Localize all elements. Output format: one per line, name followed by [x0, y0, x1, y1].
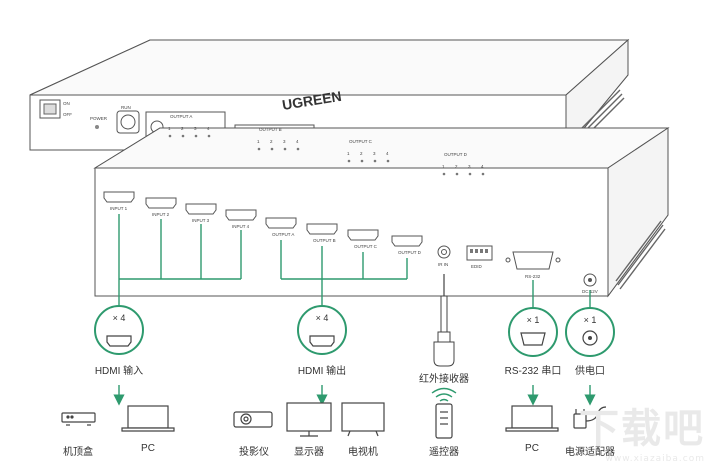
hdmi-input-count: × 4: [112, 313, 126, 323]
channel-number: 1: [442, 164, 445, 169]
tv-label: 电视机: [348, 447, 378, 458]
connection-lines: [113, 214, 596, 406]
channel-led: [168, 134, 172, 138]
channel-led: [270, 147, 274, 151]
input-port-label: INPUT 3: [192, 218, 210, 223]
hdmi-output-caption: HDMI 输出: [297, 366, 347, 377]
tv-icon: [341, 402, 385, 437]
channel-number: 4: [207, 126, 210, 131]
laptop-icon: [505, 405, 559, 432]
channel-led: [283, 147, 287, 151]
power-count: × 1: [583, 315, 597, 325]
dc-power-label: DC 12V: [582, 289, 598, 294]
power-led: [95, 125, 99, 129]
hdmi-input-ports: [103, 191, 257, 221]
front-output-label: OUTPUT C: [349, 139, 373, 144]
input-port-label: INPUT 4: [232, 224, 250, 229]
channel-led: [455, 172, 459, 176]
channel-number: 1: [257, 139, 260, 144]
rs232-port: [512, 251, 554, 270]
hdmi-output-badge: × 4: [297, 305, 347, 355]
projector-icon: [233, 411, 273, 428]
channel-number: 2: [181, 126, 184, 131]
channel-led: [194, 134, 198, 138]
channel-number: 3: [373, 151, 376, 156]
channel-number: 1: [168, 126, 171, 131]
input-port-label: INPUT 2: [152, 212, 170, 217]
output-port-label: OUTPUT A: [272, 232, 294, 237]
channel-led: [257, 147, 261, 151]
rear-unit: [93, 127, 670, 298]
rs232-badge: × 1: [508, 307, 558, 357]
hdmi-output-count: × 4: [315, 313, 329, 323]
watermark-url: www.xiazaiba.com: [605, 454, 705, 464]
wireless-signal-icon: [431, 387, 457, 402]
watermark-main: 下载吧: [579, 406, 705, 452]
channel-led: [347, 159, 351, 163]
hdmi-output-ports: [265, 217, 423, 247]
remote-label: 遥控器: [429, 447, 459, 458]
front-output-label: OUTPUT D: [444, 152, 468, 157]
ir-in-label: IR IN: [438, 262, 448, 267]
channel-led: [386, 159, 390, 163]
channel-led: [181, 134, 185, 138]
power-label: POWER: [90, 116, 108, 121]
power-adapter-icon: [573, 406, 607, 429]
power-caption: 供电口: [575, 366, 605, 377]
rs232-label: RS-232: [525, 274, 541, 279]
channel-number: 4: [481, 164, 484, 169]
channel-led: [442, 172, 446, 176]
settop-label: 机顶盒: [63, 447, 93, 458]
output-port-label: OUTPUT D: [398, 250, 422, 255]
settop-box-icon: [61, 412, 96, 426]
channel-number: 3: [194, 126, 197, 131]
channel-led: [481, 172, 485, 176]
input-port-label: INPUT 1: [110, 206, 128, 211]
channel-number: 1: [347, 151, 350, 156]
projector-label: 投影仪: [239, 447, 269, 458]
watermark: 下载吧 www.xiazaiba.com: [579, 396, 705, 464]
front-output-label: OUTPUT B: [259, 127, 282, 132]
monitor-label: 显示器: [294, 447, 324, 458]
channel-number: 3: [283, 139, 286, 144]
channel-led: [207, 134, 211, 138]
channel-number: 4: [386, 151, 389, 156]
output-port-label: OUTPUT C: [354, 244, 378, 249]
rs232-count: × 1: [526, 315, 540, 325]
pc-label: PC: [525, 443, 539, 454]
channel-number: 4: [296, 139, 299, 144]
channel-led: [296, 147, 300, 151]
switch-off-label: OFF: [63, 112, 72, 117]
ir-receiver-caption: 红外接收器: [419, 374, 469, 385]
hdmi-input-badge: × 4: [94, 305, 144, 355]
channel-number: 2: [455, 164, 458, 169]
hdmi-input-caption: HDMI 输入: [94, 366, 144, 377]
run-label: RUN: [121, 105, 131, 110]
channel-number: 2: [360, 151, 363, 156]
pc-label: PC: [141, 443, 155, 454]
remote-control-icon: [435, 403, 453, 439]
edid-label: EDID: [471, 264, 483, 269]
channel-led: [468, 172, 472, 176]
channel-led: [360, 159, 364, 163]
channel-led: [373, 159, 377, 163]
channel-number: 3: [468, 164, 471, 169]
switch-on-label: ON: [63, 101, 70, 106]
laptop-icon: [121, 405, 175, 432]
front-output-label: OUTPUT A: [170, 114, 192, 119]
monitor-icon: [286, 402, 332, 437]
rs232-caption: RS-232 串口: [504, 366, 562, 377]
power-badge: × 1: [565, 307, 615, 357]
adapter-label: 电源适配器: [565, 447, 615, 458]
ir-receiver-cable: [433, 274, 455, 367]
output-port-label: OUTPUT B: [313, 238, 336, 243]
channel-number: 2: [270, 139, 273, 144]
